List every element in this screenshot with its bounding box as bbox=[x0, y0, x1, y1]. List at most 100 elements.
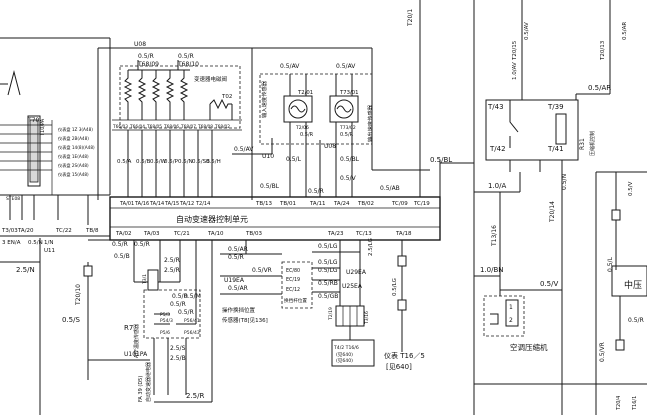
lower-wire-5: R7 bbox=[124, 324, 133, 332]
solenoid-pin-5: T68/08 bbox=[197, 124, 213, 130]
lower-wire-0: 0.5/R bbox=[112, 241, 128, 248]
relay-label: 自动变速器继电器 bbox=[145, 362, 152, 402]
solenoid-wire-0: 0.5/A bbox=[117, 159, 132, 165]
lower-wire-15: 2.5/R bbox=[186, 392, 204, 400]
t70-row-2: 仪表盘 14(8)(A48) bbox=[58, 144, 95, 151]
right-bottom-id-0: T20/4 bbox=[616, 396, 622, 411]
ecu-bottom-pin-6: TC/13 bbox=[355, 231, 372, 237]
sel-wire-4: U19EA bbox=[224, 277, 245, 284]
sensor-mid-wire-2: 0.5/R bbox=[308, 188, 324, 195]
fuse-t20-10 bbox=[83, 265, 93, 277]
sel-box-1: EC/19 bbox=[286, 277, 300, 283]
right-top-wire-0: T20/1 bbox=[407, 9, 414, 27]
left-pin-6: 1/N bbox=[44, 240, 53, 246]
solenoid-housing bbox=[119, 65, 241, 129]
sensor-mid-wire-8: 0.5/AV bbox=[234, 146, 254, 153]
right-bottom-id-1: T16/1 bbox=[632, 396, 638, 411]
ecu-top-pin-2: TA/14 bbox=[149, 201, 164, 207]
sel-caption-2: 传感器(T8[见136] bbox=[222, 316, 268, 324]
solenoid-wire-6: 0.5/H bbox=[206, 159, 221, 165]
inhibitor-switch-housing bbox=[143, 289, 201, 339]
t70-row-4: 仪表盘 2S(A48) bbox=[58, 162, 89, 169]
ecu-bottom-pin-1: TA/03 bbox=[143, 231, 160, 237]
t70-side-label: T10/PA bbox=[40, 118, 46, 137]
eca-1: U25EA bbox=[342, 283, 363, 290]
right-wire-8: 0.5/L bbox=[607, 256, 614, 272]
compressor-pin-1: 2 bbox=[509, 317, 513, 324]
u08-wire-0: 0.5/R bbox=[138, 53, 154, 60]
speed-sensors: 0.5/AV 0.5/AV 输入速度传感器 输出速度传感器 T2/01 T73/… bbox=[232, 47, 430, 200]
relay-id: FA 39 (D5) bbox=[138, 376, 144, 402]
output-sensor-label: 输出速度传感器 bbox=[366, 104, 374, 142]
ecu-top-pin-4: TA/12 bbox=[179, 201, 194, 207]
sel-caption: 操作换挡位置 bbox=[222, 306, 256, 314]
sensor-housing bbox=[259, 73, 373, 145]
compressor-clutch-icon bbox=[490, 313, 499, 325]
lower-section: 0.5/R 0.5/R 0.5/B 2.5/N T20/10 0.5/S R7 … bbox=[16, 238, 440, 403]
sel-box-2: EC/12 bbox=[286, 287, 300, 293]
u08-label: U08 bbox=[134, 41, 146, 48]
relay-pin-2: T/42 bbox=[489, 145, 506, 153]
lower-wire-7: 2.5/R bbox=[164, 267, 180, 274]
inhibitor-pin-2: P54/3 bbox=[160, 318, 173, 324]
t70-row-1: 仪表盘 2B(A48) bbox=[58, 135, 89, 142]
selector-position-sensor bbox=[281, 261, 313, 309]
t70-label: T70 bbox=[27, 117, 39, 124]
solenoid-pin-3: T68/06 bbox=[163, 124, 179, 130]
ecu-title: 自动变速器控制单元 bbox=[176, 214, 248, 224]
t3-connector bbox=[147, 269, 159, 291]
right-top-wire-1: 0.5/AV bbox=[524, 22, 530, 40]
compressor-label: 空调压缩机 bbox=[510, 342, 548, 352]
small-box-2: (见640) bbox=[336, 358, 353, 364]
input-sensor-id: T2/01 bbox=[297, 90, 313, 96]
sensor-mid-wire-0: 0.5/L bbox=[286, 156, 302, 163]
inhibitor-pin-4: P56/41 bbox=[184, 318, 200, 324]
ecu-bottom-pin-2: TC/21 bbox=[173, 231, 190, 237]
solenoid-label: 变速器电磁阀 bbox=[194, 75, 227, 83]
lower-wire-4: 0.5/S bbox=[62, 316, 80, 324]
right-wire-10: 0.5/R bbox=[628, 317, 644, 324]
ecu-bottom-pin-3: TA/10 bbox=[207, 231, 224, 237]
ecu-bottom-pin-7: TA/18 bbox=[395, 231, 412, 237]
sensor-mid-wire-7: U10 bbox=[262, 153, 274, 160]
left-pin-0: T3/03 bbox=[1, 228, 18, 234]
right-top-wire-5: T20/13 bbox=[600, 40, 606, 61]
relay-switch-icon bbox=[509, 110, 519, 148]
mid-pressure-label: 中压 bbox=[624, 279, 642, 291]
inhibitor-pin-5: P56/43 bbox=[184, 330, 200, 336]
t20-0: T2/19 bbox=[328, 307, 334, 321]
solenoid-pin-4: T68/07 bbox=[180, 124, 196, 130]
output-sensor-coil-icon bbox=[334, 99, 354, 119]
ecu-top-pin-5: T2/14 bbox=[195, 201, 210, 207]
relay-coil-icon bbox=[555, 113, 567, 145]
sensor-mid-wire-3: U08 bbox=[324, 143, 336, 150]
compressor-connector bbox=[505, 299, 519, 327]
relay-pin-0: T/43 bbox=[487, 103, 504, 111]
fuse-right-2 bbox=[615, 339, 625, 351]
sensor-pin-2: 0.5/R bbox=[300, 132, 314, 138]
right-wire-7: 0.5/V bbox=[628, 181, 634, 196]
lower-wire-2: 2.5/N bbox=[16, 266, 35, 274]
relay-id-label: R31 bbox=[579, 138, 586, 150]
solenoid-pin-0: T66/03 bbox=[112, 124, 128, 130]
eca-0: U29EA bbox=[346, 269, 367, 276]
solenoid-pin-1: T66/04 bbox=[129, 124, 145, 130]
ecu-bottom-pin-5: TA/23 bbox=[327, 231, 344, 237]
right-section: 0.5/BL T20/1 1.0/AV T20/15 0.5/AV T20/13… bbox=[407, 0, 647, 415]
ecu-top-pin-7: TB/01 bbox=[279, 201, 296, 207]
solenoid-pin-6: T68/02 bbox=[214, 124, 230, 130]
solenoid-pin-2: T68/05 bbox=[146, 124, 162, 130]
fuse-meter bbox=[397, 299, 407, 311]
lg-wire-5: 0.5/LG bbox=[392, 278, 398, 296]
ecu-top-pin-1: TA/16 bbox=[134, 201, 149, 207]
t70-row-5: 仪表盘 15(A48) bbox=[58, 171, 89, 178]
sensor-mid-wire-6: 0.5/V bbox=[340, 175, 357, 182]
sensor-mid-wire-1: 0.5/BL bbox=[340, 156, 360, 163]
sel-wire-1: 0.5/R bbox=[228, 254, 244, 261]
right-wire-1: 1.0/A bbox=[488, 182, 506, 190]
left-pin-4: 3 EN/A bbox=[2, 240, 21, 246]
t70-row-0: 仪表盘 1Z 3(A48) bbox=[58, 126, 93, 133]
ecu-top-pin-0: TA/01 bbox=[119, 201, 134, 207]
right-top-wire-6: 0.5/AR bbox=[622, 22, 628, 40]
lower-wire-9: 0.5/M bbox=[184, 293, 201, 300]
